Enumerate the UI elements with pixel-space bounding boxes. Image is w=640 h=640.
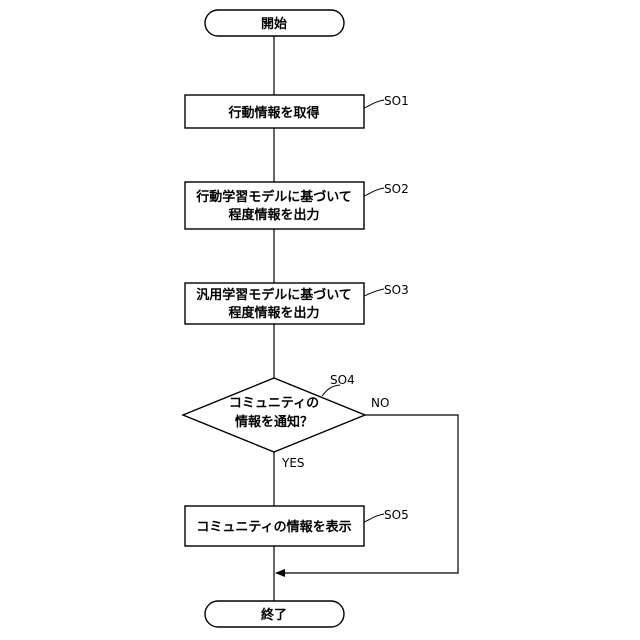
- process-step-s05-text-line-1: コミュニティの情報を表示: [196, 519, 351, 535]
- end-terminal: 終了: [205, 601, 344, 627]
- start-terminal-label: 開始: [261, 16, 287, 32]
- process-step-s03: 汎用学習モデルに基づいて 程度情報を出力 SO3: [185, 283, 409, 324]
- process-step-s03-text-line-1: 汎用学習モデルに基づいて: [196, 287, 352, 303]
- process-step-s01-text-line-1: 行動情報を取得: [227, 105, 319, 121]
- process-step-s01-id: SO1: [384, 94, 409, 108]
- decision-s04-yes-label: YES: [281, 456, 305, 470]
- decision-s04-text-line-2: 情報を通知？: [235, 414, 313, 430]
- process-step-s05: コミュニティの情報を表示 SO5: [185, 506, 409, 546]
- process-step-s03-id: SO3: [384, 283, 409, 297]
- process-step-s02-leader: [364, 188, 384, 196]
- start-terminal: 開始: [205, 10, 344, 36]
- process-step-s02-text-line-2: 程度情報を出力: [228, 207, 319, 223]
- process-step-s05-leader: [364, 514, 384, 522]
- end-terminal-label: 終了: [261, 607, 287, 623]
- decision-s04: コミュニティの 情報を通知？ SO4 NO YES: [183, 373, 389, 470]
- process-step-s02-text-line-1: 行動学習モデルに基づいて: [195, 189, 352, 205]
- process-step-s02: 行動学習モデルに基づいて 程度情報を出力 SO2: [185, 182, 409, 229]
- decision-s04-id: SO4: [330, 373, 355, 387]
- process-step-s03-leader: [364, 289, 384, 296]
- process-step-s01-leader: [364, 100, 384, 108]
- process-step-s05-id: SO5: [384, 508, 409, 522]
- process-step-s01: 行動情報を取得 SO1: [185, 94, 409, 128]
- process-step-s02-id: SO2: [384, 182, 409, 196]
- decision-s04-text-line-1: コミュニティの: [229, 396, 319, 411]
- decision-s04-no-label: NO: [371, 396, 389, 410]
- process-step-s03-text-line-2: 程度情報を出力: [228, 305, 319, 321]
